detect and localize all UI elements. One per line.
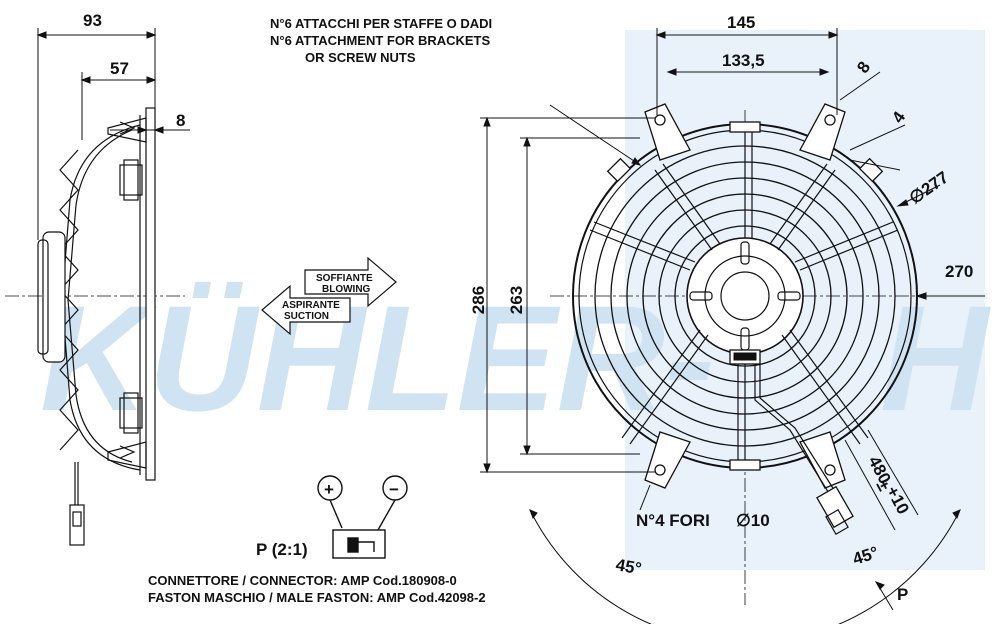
faston-line: FASTON MASCHIO / MALE FASTON: AMP Cod.42… bbox=[148, 590, 486, 605]
airflow-blowing-it: SOFFIANTE bbox=[316, 273, 373, 284]
front-view bbox=[550, 103, 985, 605]
mark-p: P bbox=[897, 585, 908, 604]
dim-93: 93 bbox=[83, 11, 102, 30]
connector-line: CONNETTORE / CONNECTOR: AMP Cod.180908-0 bbox=[148, 573, 457, 588]
p-scale-label: P (2:1) bbox=[256, 540, 308, 559]
polarity-minus: − bbox=[389, 480, 399, 499]
watermark-panel bbox=[625, 30, 985, 570]
airflow-suction-en: SUCTION bbox=[284, 311, 329, 322]
angle-left: 45° bbox=[614, 555, 643, 578]
front-dims bbox=[480, 28, 985, 624]
dim-145: 145 bbox=[727, 13, 755, 32]
watermark-text: KÜHLER- bbox=[40, 274, 715, 442]
airflow-suction-it: ASPIRANTE bbox=[282, 300, 340, 311]
airflow-blowing-en: BLOWING bbox=[322, 284, 371, 295]
note-holes-diam: ∅10 bbox=[736, 511, 770, 530]
polarity-plus: + bbox=[324, 480, 334, 499]
dim-133-5: 133,5 bbox=[722, 51, 765, 70]
note-attach-en2: OR SCREW NUTS bbox=[305, 50, 416, 65]
note-attach-en: N°6 ATTACHMENT FOR BRACKETS bbox=[270, 33, 490, 48]
airflow-arrows bbox=[261, 256, 397, 336]
note-attach-it: N°6 ATTACCHI PER STAFFE O DADI bbox=[270, 16, 492, 31]
dim-8-side: 8 bbox=[176, 111, 185, 130]
watermark-text-tail: H bbox=[880, 274, 991, 442]
side-view bbox=[5, 107, 185, 546]
dim-286: 286 bbox=[469, 286, 488, 314]
dim-57: 57 bbox=[110, 59, 129, 78]
side-dims bbox=[36, 28, 190, 240]
note-holes: N°4 FORI bbox=[636, 511, 710, 530]
dim-270: 270 bbox=[945, 262, 973, 281]
connector-detail bbox=[317, 475, 408, 559]
dim-263: 263 bbox=[507, 286, 526, 314]
